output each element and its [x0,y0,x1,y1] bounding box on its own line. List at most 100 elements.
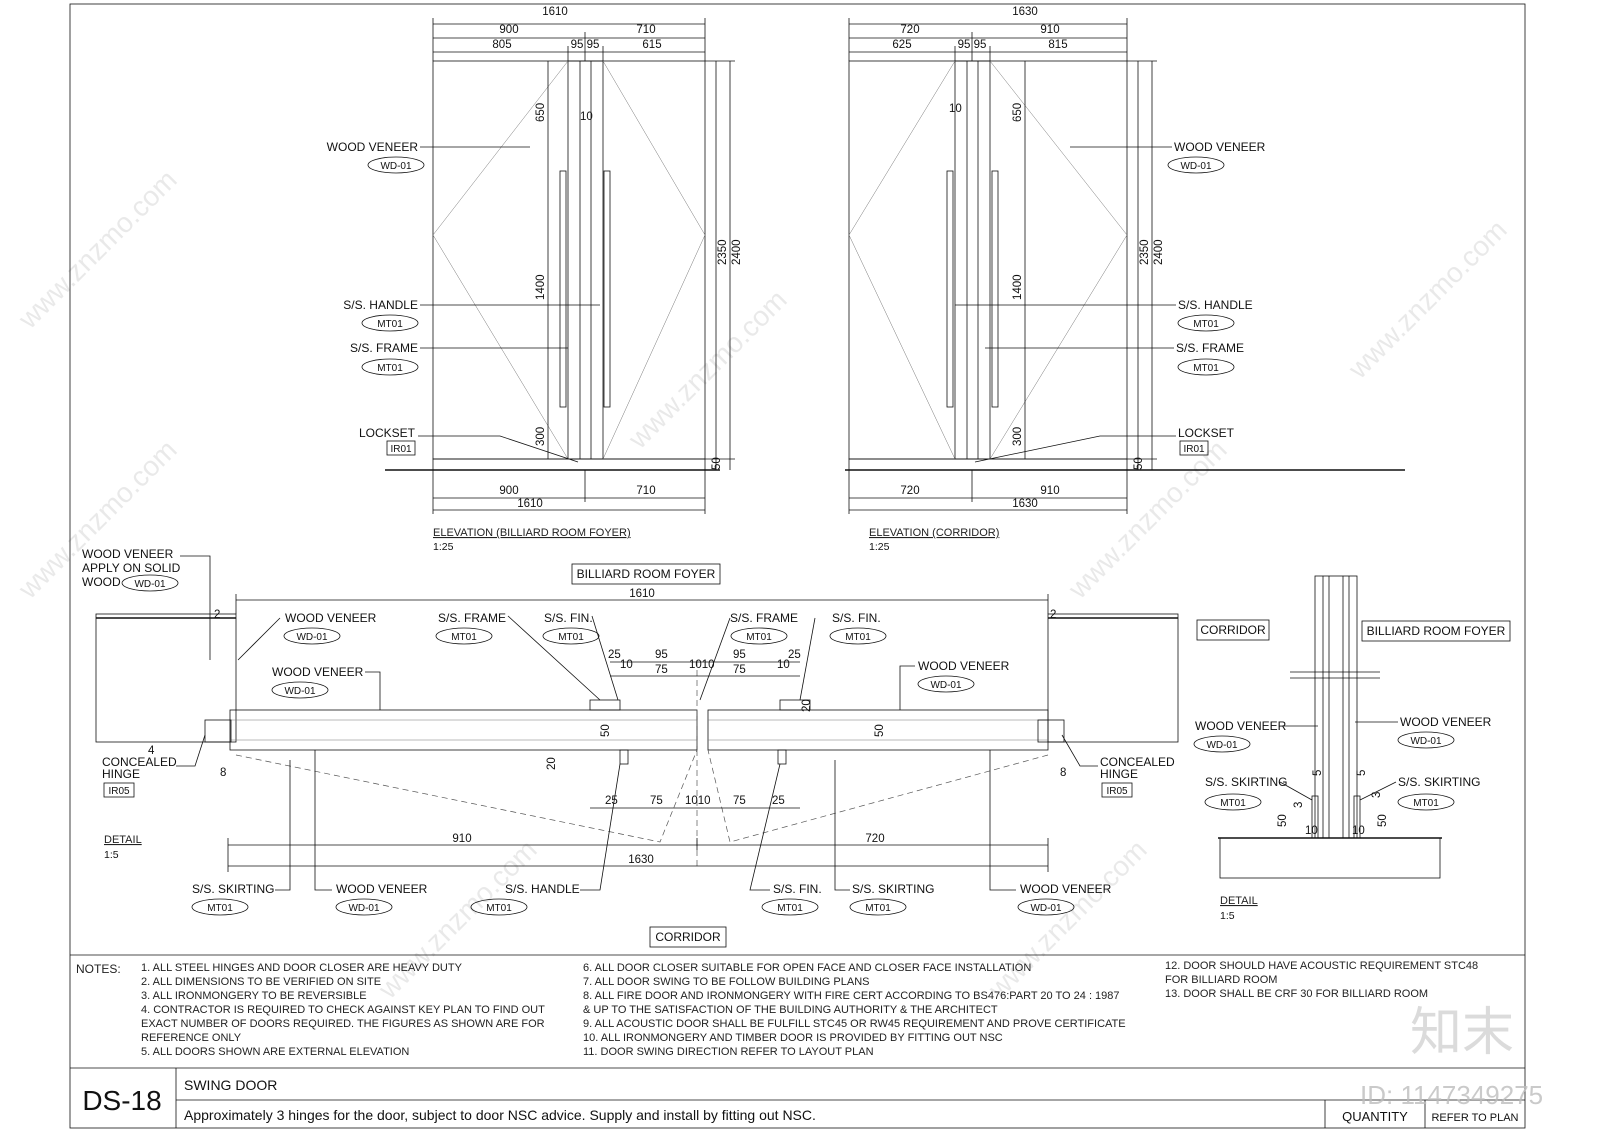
dim-650: 650 [535,103,547,122]
dim-small: 1010 [685,795,711,807]
tag-mt01: MT01 [1413,798,1439,809]
tag-wd01: WD-01 [284,686,316,697]
callout-wood-veneer: WOOD VENEER [272,665,364,679]
note-line: 2. ALL DIMENSIONS TO BE VERIFIED ON SITE [141,976,381,988]
dim-small: 50 [1277,814,1289,827]
wall-right [1047,613,1179,743]
callout-ss-fin: S/S. FIN. [773,882,822,896]
tag-wd01: WD-01 [134,579,166,590]
dim-plan-left: 910 [452,833,471,845]
watermark-text: www.znzmo.com [1062,434,1233,605]
callout-concealed-hinge: HINGE [1100,767,1138,781]
callout-wood-veneer: WOOD VENEER [1174,140,1266,154]
callout-ss-fin: S/S. FIN. [544,611,593,625]
dim-small: 95 [655,649,668,661]
watermark-text: www.znzmo.com [1342,214,1513,385]
note-line: REFERENCE ONLY [141,1032,242,1044]
dim-small: 50 [1377,814,1389,827]
dim-10: 10 [949,103,962,115]
callout-lockset: LOCKSET [359,426,416,440]
quantity-value: REFER TO PLAN [1431,1112,1518,1124]
sheet-border [69,3,1526,1129]
dim-650: 650 [1012,103,1024,122]
detail-title: DETAIL [1220,895,1258,907]
note-line: 3. ALL IRONMONGERY TO BE REVERSIBLE [141,990,367,1002]
dim-height: 2350 [1139,239,1151,265]
tag-wd01: WD-01 [296,632,328,643]
callout-ss-handle: S/S. HANDLE [1178,298,1253,312]
dim-bottom-right: 710 [636,485,655,497]
title-block: DS-18 SWING DOOR Approximately 3 hinges … [82,1068,1525,1128]
dim-small: 8 [220,767,226,779]
room-label-billiard: BILLIARD ROOM FOYER [1367,624,1506,638]
dim-sub-mid: 95 [587,39,600,51]
callout-concealed-hinge: CONCEALED [1100,755,1175,769]
ss-handle [559,170,567,408]
callout-wv-solid: WOOD VENEER [82,547,174,561]
dim-sub-left: 625 [892,39,911,51]
tag-mt01: MT01 [377,319,403,330]
tag-wd01: WD-01 [348,903,380,914]
note-line: FOR BILLIARD ROOM [1165,974,1277,986]
note-line: 6. ALL DOOR CLOSER SUITABLE FOR OPEN FAC… [583,962,1031,974]
tag-wd01: WD-01 [1180,161,1212,172]
dim-small: 1010 [689,659,715,671]
elevation-title: ELEVATION (CORRIDOR) [869,527,999,539]
dim-small: 4 [148,745,155,757]
dim-300: 300 [1012,427,1024,446]
callout-wood-veneer: WOOD VENEER [1020,882,1112,896]
plan-detail: 1610 25 10 95 75 1010 95 75 10 25 50 50 … [82,547,1270,948]
dim-300: 300 [535,427,547,446]
floor-slab [1219,837,1441,879]
quantity-label: QUANTITY [1342,1109,1408,1124]
note-line: 10. ALL IRONMONGERY AND TIMBER DOOR IS P… [583,1032,1003,1044]
dim-small: 10 [1305,825,1318,837]
ss-handle [946,170,954,408]
notes-block: NOTES: 1. ALL STEEL HINGES AND DOOR CLOS… [76,960,1478,1058]
section-detail: WOOD VENEER WD-01 WOOD VENEER WD-01 S/S.… [1193,575,1511,922]
dim-bottom-total: 1610 [517,498,543,510]
dim-sub-left: 805 [492,39,511,51]
note-line: 4. CONTRACTOR IS REQUIRED TO CHECK AGAIN… [141,1004,545,1016]
tag-ir01: IR01 [390,444,412,455]
callout-concealed-hinge: HINGE [102,767,140,781]
watermark-layer: www.znzmo.com www.znzmo.com www.znzmo.co… [12,164,1513,1005]
dim-small: 20 [546,757,558,770]
dim-base: 50 [711,457,723,470]
drawing-description: Approximately 3 hinges for the door, sub… [184,1107,816,1123]
detail-scale: 1:5 [104,849,119,861]
elevation-corridor: 1630 720 910 625 95 95 815 2350 2400 50 … [845,6,1405,553]
tag-wd01: WD-01 [930,680,962,691]
note-line: 1. ALL STEEL HINGES AND DOOR CLOSER ARE … [141,962,463,974]
tag-ir05: IR05 [108,786,130,797]
note-line: 12. DOOR SHOULD HAVE ACOUSTIC REQUIREMEN… [1165,960,1478,972]
dim-right-leaf: 710 [636,24,655,36]
note-line: 5. ALL DOORS SHOWN ARE EXTERNAL ELEVATIO… [141,1046,409,1058]
tag-ir05: IR05 [1106,786,1128,797]
room-label-corridor: CORRIDOR [655,930,721,944]
dim-small: 2 [1050,609,1056,621]
dim-small: 3 [1371,792,1383,798]
dim-bottom-left: 720 [900,485,919,497]
note-line: 9. ALL ACOUSTIC DOOR SHALL BE FULFILL ST… [583,1018,1126,1030]
tag-mt01: MT01 [451,632,477,643]
tag-mt01: MT01 [1193,319,1219,330]
dim-sub-right: 815 [1048,39,1067,51]
dim-total-width: 1610 [542,6,568,18]
callout-ss-skirting: S/S. SKIRTING [1398,775,1480,789]
dim-1400: 1400 [535,274,547,300]
tag-wd01: WD-01 [1206,740,1238,751]
dim-small: 2 [214,609,220,621]
elevation-scale: 1:25 [433,541,454,553]
callout-ss-handle: S/S. HANDLE [343,298,418,312]
dim-sub-mid: 95 [974,39,987,51]
dim-height: 2350 [717,239,729,265]
dim-plan-total: 1610 [629,588,655,600]
dim-sub-mid: 95 [958,39,971,51]
watermark-logo: 知末 [1410,1003,1514,1063]
dim-plan-total-bottom: 1630 [628,854,654,866]
watermark-text: www.znzmo.com [622,284,793,455]
callout-wv-solid: APPLY ON SOLID [82,561,181,575]
callout-wood-veneer: WOOD VENEER [1195,719,1287,733]
door-leaf-left-plan [229,709,698,751]
